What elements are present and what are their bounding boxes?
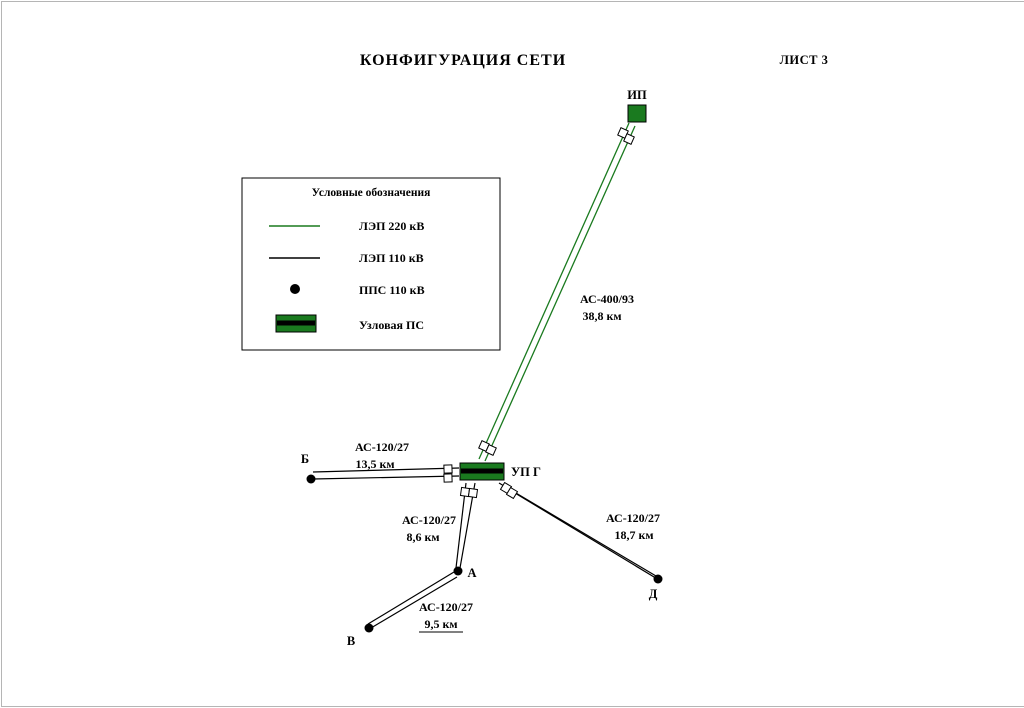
edge-a-v-length: 9,5 км xyxy=(424,617,457,631)
edge-upg-d: АС-120/27 18,7 км xyxy=(498,481,660,581)
legend-item-label-substation: Узловая ПС xyxy=(359,318,424,332)
node-ip-label: ИП xyxy=(627,88,647,102)
node-b: Б xyxy=(301,452,316,484)
legend-substation-stripe xyxy=(277,320,315,326)
legend-item-label-220kv: ЛЭП 220 кВ xyxy=(359,219,424,233)
edge-upg-b-line-2 xyxy=(312,475,460,480)
node-a-dot-icon xyxy=(453,566,463,576)
legend: Условные обозначения ЛЭП 220 кВ ЛЭП 110 … xyxy=(241,177,501,351)
edge-upg-b-line-1 xyxy=(312,467,460,473)
edge-a-v-line-1 xyxy=(367,571,455,625)
disconnector-icon xyxy=(443,473,453,483)
legend-pps-dot-icon xyxy=(290,284,300,294)
node-a: А xyxy=(453,566,477,580)
disconnector-icon xyxy=(485,444,497,456)
page-title: КОНФИГУРАЦИЯ СЕТИ xyxy=(360,52,566,69)
node-upg: УП Г xyxy=(459,462,541,481)
edge-upg-a: АС-120/27 8,6 км xyxy=(402,482,479,569)
edge-ip-upg-line-1 xyxy=(478,122,630,460)
edge-ip-upg-length: 38,8 км xyxy=(582,309,621,323)
edge-a-v: АС-120/27 9,5 км xyxy=(367,571,473,633)
edge-upg-a-conductor: АС-120/27 xyxy=(402,513,456,527)
node-b-dot-icon xyxy=(306,474,316,484)
edge-ip-upg: АС-400/93 38,8 км xyxy=(478,122,636,462)
legend-title: Условные обозначения xyxy=(312,187,431,199)
edge-a-v-line-2 xyxy=(370,576,458,629)
disconnector-icon xyxy=(623,133,635,145)
node-upg-label: УП Г xyxy=(511,465,541,479)
edge-upg-b: АС-120/27 13,5 км xyxy=(312,440,460,483)
node-d-label: Д xyxy=(649,587,658,601)
node-a-label: А xyxy=(467,566,476,580)
legend-item-label-110kv: ЛЭП 110 кВ xyxy=(359,251,424,265)
legend-item-label-pps: ППС 110 кВ xyxy=(359,283,425,297)
node-ip-substation-icon xyxy=(627,104,647,123)
disconnector-icon xyxy=(505,486,519,500)
node-ip: ИП xyxy=(627,88,647,123)
sheet-number: ЛИСТ 3 xyxy=(780,53,829,67)
edge-upg-d-conductor: АС-120/27 xyxy=(606,511,660,525)
edge-upg-b-conductor: АС-120/27 xyxy=(355,440,409,454)
node-v-label: В xyxy=(347,634,355,648)
node-d: Д xyxy=(649,574,663,601)
edge-a-v-conductor: АС-120/27 xyxy=(419,600,473,614)
edge-upg-d-length: 18,7 км xyxy=(614,528,653,542)
edge-upg-a-length: 8,6 км xyxy=(406,530,439,544)
disconnector-icon xyxy=(443,464,453,474)
node-b-label: Б xyxy=(301,452,309,466)
edge-ip-upg-line-2 xyxy=(484,125,636,462)
disconnector-icon xyxy=(467,487,479,499)
node-v: В xyxy=(347,623,374,648)
edge-upg-a-line-1 xyxy=(455,482,467,569)
legend-node-substation-icon xyxy=(275,314,317,333)
node-v-dot-icon xyxy=(364,623,374,633)
edge-upg-b-length: 13,5 км xyxy=(355,457,394,471)
node-d-dot-icon xyxy=(653,574,663,584)
edge-upg-d-line-2 xyxy=(504,486,660,581)
edge-ip-upg-conductor: АС-400/93 xyxy=(580,292,634,306)
node-upg-stripe xyxy=(461,468,503,474)
